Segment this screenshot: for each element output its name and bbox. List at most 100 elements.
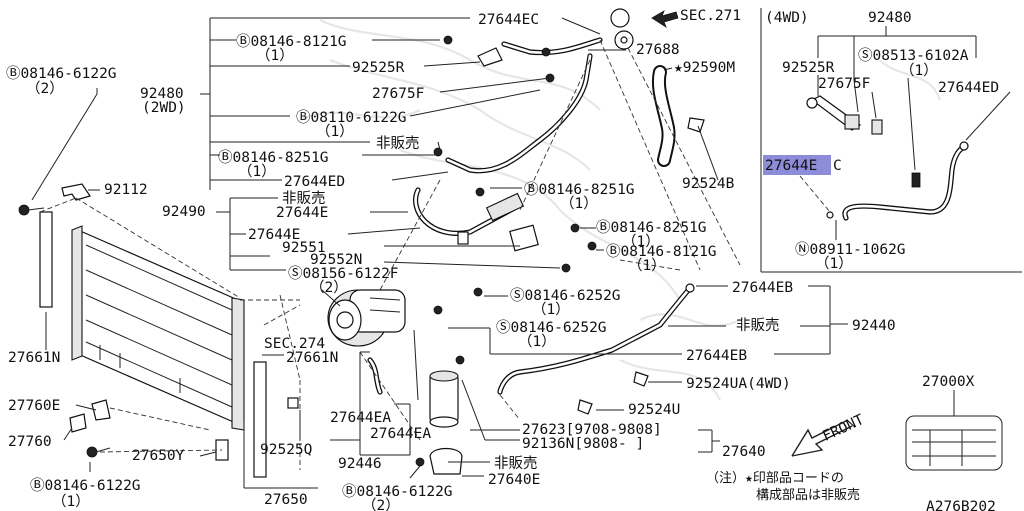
label-27640[interactable]: 27640 bbox=[722, 444, 766, 460]
pipe-27644EB[interactable] bbox=[497, 283, 695, 395]
label-92480[interactable]: 92480 bbox=[140, 86, 184, 102]
label-qty: （1） bbox=[518, 333, 556, 350]
inset-pipe bbox=[799, 75, 1011, 240]
label-92590M[interactable]: ★92590M bbox=[674, 60, 735, 76]
inset-part-27644E-highlight[interactable]: 27644E bbox=[765, 158, 817, 174]
label-08146-8251G-b[interactable]: Ⓑ08146-8251G bbox=[524, 181, 635, 198]
arrow-sec271-icon bbox=[651, 10, 679, 29]
label-08146-8121G-b[interactable]: Ⓑ08146-8121G bbox=[606, 243, 717, 260]
label-92490[interactable]: 92490 bbox=[162, 204, 206, 220]
bracket-27760E[interactable] bbox=[91, 399, 111, 421]
label-92525Q[interactable]: 92525Q bbox=[260, 442, 312, 458]
label-27644EB-a[interactable]: 27644EB bbox=[732, 280, 793, 296]
inset-4wd: (4WD) 92480 92525R Ⓢ08513-6102A （1） 2767… bbox=[760, 8, 1022, 273]
label-92525R[interactable]: 92525R bbox=[352, 60, 405, 76]
label-qty: （2） bbox=[26, 80, 64, 97]
label-27644EC[interactable]: 27644EC bbox=[478, 12, 539, 28]
label-27644E-b[interactable]: 27644E bbox=[248, 227, 300, 243]
condenser-seal-right[interactable] bbox=[253, 361, 267, 478]
label-27760E[interactable]: 27760E bbox=[8, 398, 60, 414]
label-08110-6122G[interactable]: Ⓑ08110-6122G bbox=[296, 109, 407, 126]
diagram-code: A276B202 bbox=[926, 499, 996, 511]
label-08146-8121G[interactable]: Ⓑ08146-8121G bbox=[236, 33, 347, 50]
label-92524UA[interactable]: 92524UA(4WD) bbox=[686, 376, 791, 392]
label-27644ED[interactable]: 27644ED bbox=[284, 174, 345, 190]
label-qty: （1） bbox=[316, 123, 354, 140]
label-qty: （2） bbox=[362, 497, 400, 511]
label-92136N[interactable]: 92136N[9808- ] bbox=[522, 436, 644, 452]
inset-screw-qty: （1） bbox=[900, 62, 938, 79]
pipe-27644EC[interactable] bbox=[477, 37, 603, 67]
label-not-for-sale: 非販売 bbox=[494, 455, 538, 472]
label-qty: （1） bbox=[622, 233, 660, 250]
label-27661N-b[interactable]: 27661N bbox=[8, 350, 60, 366]
note-line-2: 構成部品は非販売 bbox=[756, 487, 860, 503]
label-27644EA-a[interactable]: 27644EA bbox=[330, 410, 391, 426]
condenser[interactable] bbox=[71, 225, 245, 431]
label-qty: （1） bbox=[52, 493, 90, 510]
label-08146-8251G-c[interactable]: Ⓑ08146-8251G bbox=[596, 219, 707, 236]
label-27650Y[interactable]: 27650Y bbox=[132, 448, 185, 464]
label-08146-6122G-c[interactable]: Ⓑ08146-6122G bbox=[342, 483, 453, 500]
label-plate-27000X[interactable] bbox=[905, 415, 1003, 471]
hose-92590M[interactable] bbox=[652, 65, 676, 167]
label-08146-6122G-bottom[interactable]: Ⓑ08146-6122G bbox=[30, 477, 141, 494]
label-08146-8251G[interactable]: Ⓑ08146-8251G bbox=[218, 149, 329, 166]
inset-screw-08513: Ⓢ08513-6102A bbox=[858, 47, 969, 64]
inset-part-27644ED: 27644ED bbox=[938, 80, 999, 96]
label-sec271[interactable]: SEC.271 bbox=[680, 8, 741, 24]
label-08146-6122G-top[interactable]: Ⓑ08146-6122G bbox=[6, 65, 117, 82]
label-92112[interactable]: 92112 bbox=[104, 182, 148, 198]
label-27623[interactable]: 27623[9708-9808] bbox=[522, 422, 662, 438]
label-27661N-a[interactable]: 27661N bbox=[286, 350, 338, 366]
inset-title: (4WD) bbox=[765, 10, 809, 26]
label-27640E[interactable]: 27640E bbox=[488, 472, 540, 488]
pipe-27644EA[interactable] bbox=[367, 329, 419, 401]
label-qty: （1） bbox=[532, 301, 570, 318]
leader-lines bbox=[31, 17, 955, 489]
note-line-1: （注）★印部品コードの bbox=[706, 471, 844, 486]
label-27000X[interactable]: 27000X bbox=[922, 374, 975, 390]
bolts-center[interactable] bbox=[433, 35, 597, 365]
label-27650[interactable]: 27650 bbox=[264, 492, 308, 508]
label-08146-6252G-a[interactable]: Ⓢ08146-6252G bbox=[510, 287, 621, 304]
label-27644EB-b[interactable]: 27644EB bbox=[686, 348, 747, 364]
label-not-for-sale: 非販売 bbox=[282, 190, 326, 207]
condenser-seal-left[interactable] bbox=[39, 211, 53, 308]
label-92551[interactable]: 92551 bbox=[282, 240, 326, 256]
condenser-dashed-lines bbox=[39, 197, 301, 453]
label-27688[interactable]: 27688 bbox=[636, 42, 680, 58]
label-qty: （1） bbox=[256, 47, 294, 64]
label-92440[interactable]: 92440 bbox=[852, 318, 896, 334]
inset-part-92525R: 92525R bbox=[782, 60, 835, 76]
label-27644E-a[interactable]: 27644E bbox=[276, 205, 328, 221]
pipe-27644ED[interactable] bbox=[445, 53, 593, 174]
bracket-92112[interactable] bbox=[18, 183, 91, 216]
label-92446[interactable]: 92446 bbox=[338, 456, 382, 472]
clips-92524[interactable] bbox=[577, 117, 705, 415]
label-27675F[interactable]: 27675F bbox=[372, 86, 424, 102]
compressor[interactable] bbox=[327, 289, 406, 347]
inset-nut-qty: （1） bbox=[815, 255, 853, 272]
bolt-08146-6122G-lower[interactable] bbox=[86, 446, 111, 458]
label-qty: （1） bbox=[560, 195, 598, 212]
pipe-27644E[interactable] bbox=[413, 187, 525, 236]
label-08156-6122F[interactable]: Ⓢ08156-6122F bbox=[288, 265, 399, 282]
label-27760[interactable]: 27760 bbox=[8, 434, 52, 450]
label-sec274[interactable]: SEC.274 bbox=[264, 336, 325, 352]
grommet-27688[interactable] bbox=[610, 8, 634, 50]
pressure-switch[interactable] bbox=[287, 224, 539, 409]
label-92524B[interactable]: 92524B bbox=[682, 176, 735, 192]
receiver-drier[interactable] bbox=[429, 370, 459, 428]
front-label: FRONT bbox=[820, 412, 867, 445]
label-92552N[interactable]: 92552N bbox=[310, 252, 362, 268]
label-92524U[interactable]: 92524U bbox=[628, 402, 680, 418]
inset-part-92480: 92480 bbox=[868, 10, 912, 26]
label-08146-6252G-b[interactable]: Ⓢ08146-6252G bbox=[496, 319, 607, 336]
label-27644EA-b[interactable]: 27644EA bbox=[370, 426, 431, 442]
label-qty: （2） bbox=[310, 279, 348, 296]
label-not-for-sale: 非販売 bbox=[376, 135, 420, 152]
bracket-27640E[interactable] bbox=[415, 447, 463, 475]
inset-part-27644EC-suffix: C bbox=[833, 158, 842, 174]
bracket-27760[interactable] bbox=[69, 413, 87, 433]
